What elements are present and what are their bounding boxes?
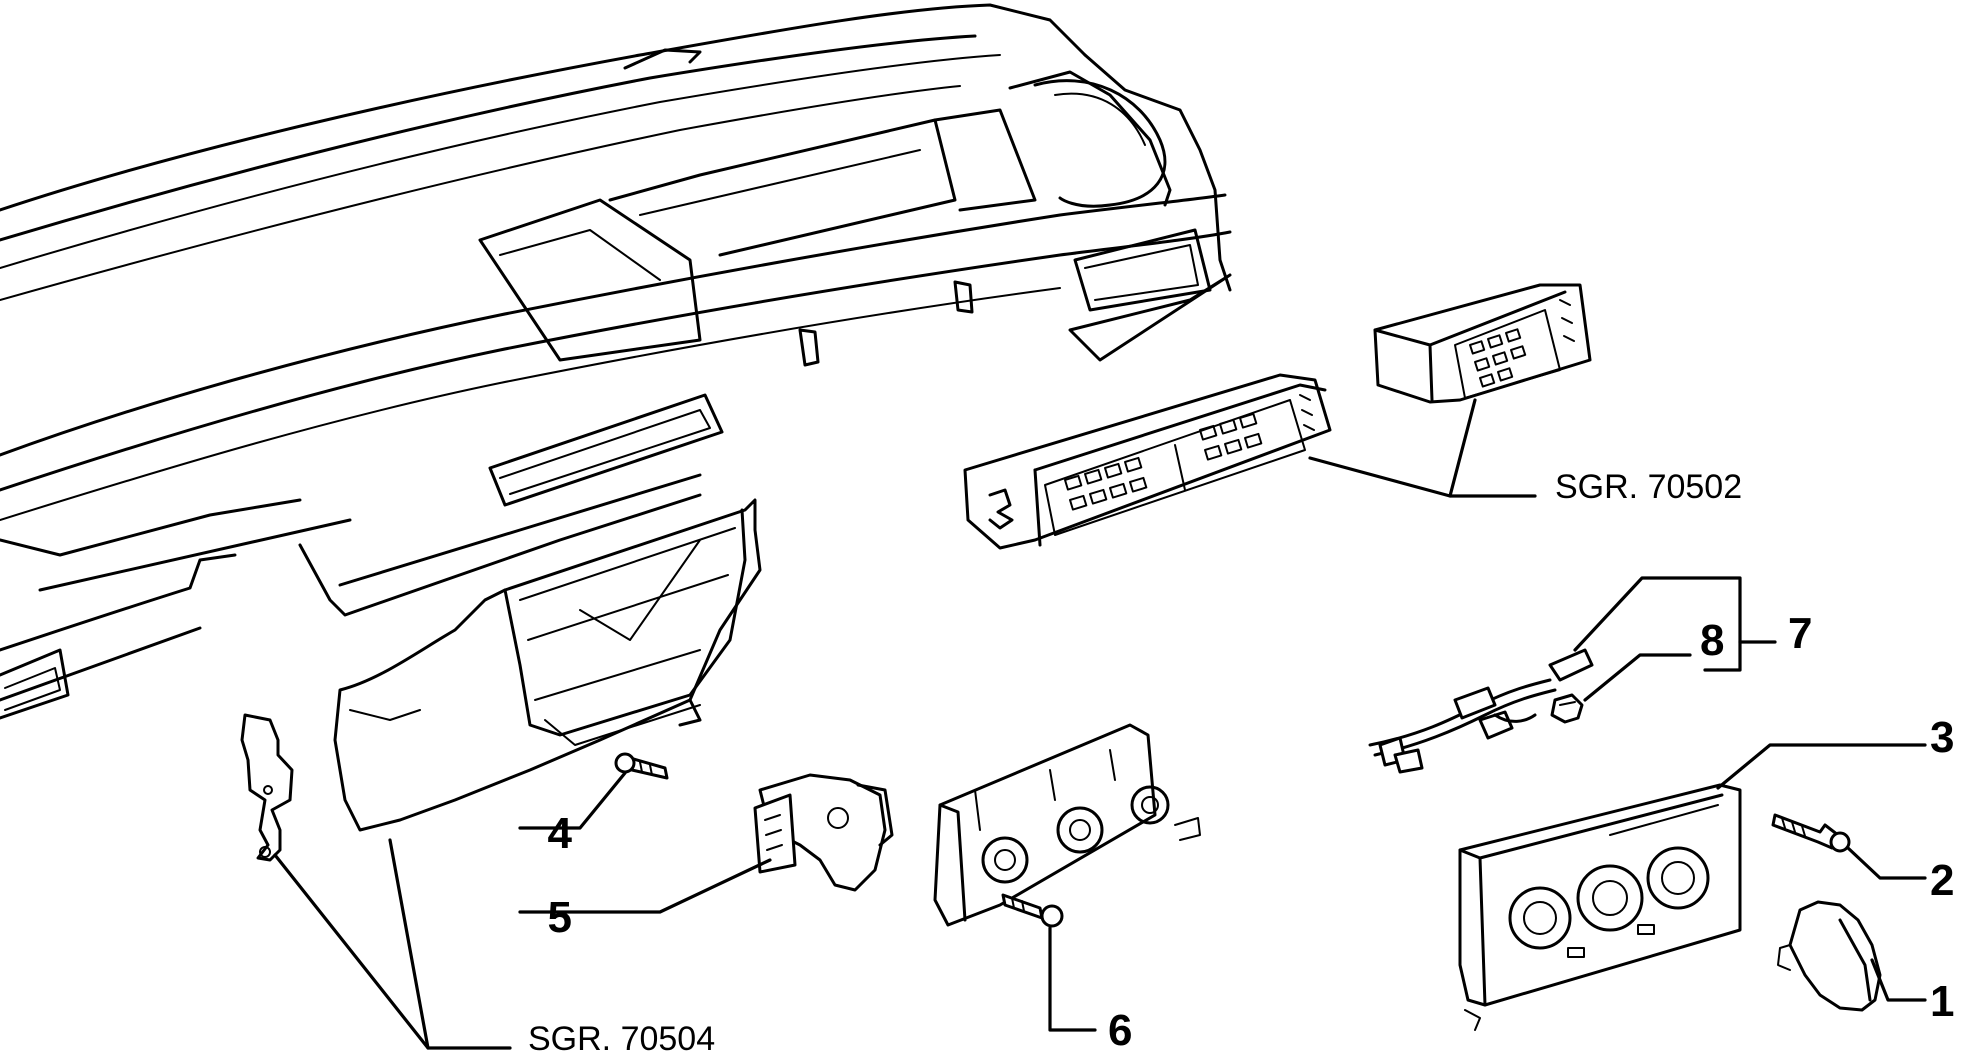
- callout-2: 2: [1930, 856, 1954, 905]
- dashboard-panel: [0, 3, 1232, 720]
- console-bezel: [333, 498, 762, 832]
- ref-label-vents: SGR. 70502: [1555, 468, 1742, 506]
- air-vent-short: [1373, 283, 1592, 404]
- screw-2: [1771, 813, 1851, 853]
- control-knob: [1777, 900, 1882, 1012]
- callout-8: 8: [1700, 616, 1724, 665]
- leader-lines: [273, 398, 1927, 1050]
- callout-5: 5: [548, 893, 572, 942]
- air-vent-long: [963, 373, 1332, 550]
- ref-label-bracket: SGR. 70504: [528, 1020, 715, 1053]
- heater-control-panel: [1458, 783, 1742, 1031]
- mounting-bracket: [240, 713, 294, 862]
- bulb-8: [1550, 693, 1584, 724]
- callout-1: 1: [1930, 977, 1954, 1026]
- callout-3: 3: [1930, 713, 1954, 762]
- callout-4: 4: [548, 809, 573, 858]
- screw-6: [1001, 893, 1064, 928]
- actuator-motor: [753, 773, 894, 892]
- callout-7: 7: [1788, 609, 1812, 658]
- screw-4: [614, 752, 669, 780]
- callout-6: 6: [1108, 1006, 1132, 1053]
- control-backplate: [933, 723, 1201, 927]
- wiring-harness: [1368, 648, 1594, 774]
